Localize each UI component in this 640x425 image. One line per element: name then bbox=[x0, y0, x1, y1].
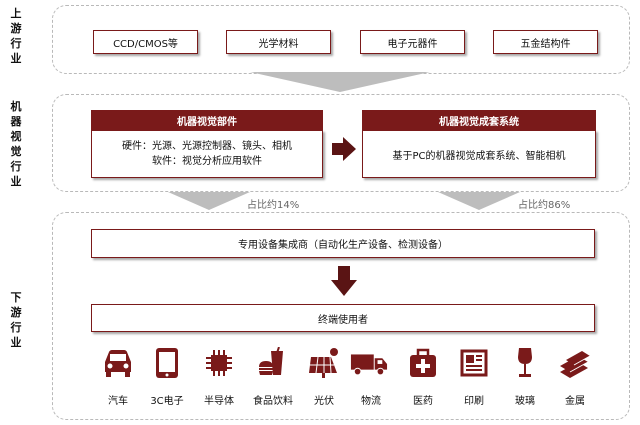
app-label: 食品饮料 bbox=[253, 396, 293, 407]
app-label: 印刷 bbox=[464, 396, 484, 407]
share-arrow-left-icon bbox=[168, 192, 250, 210]
upstream-item: 五金结构件 bbox=[493, 30, 598, 54]
app-label: 金属 bbox=[565, 396, 585, 407]
share-arrow-right-icon bbox=[438, 192, 520, 210]
medical-kit-icon bbox=[404, 345, 442, 381]
vision-parts-hardware: 硬件：光源、光源控制器、镜头、相机 bbox=[122, 141, 292, 152]
end-user-box: 终端使用者 bbox=[91, 304, 595, 332]
app-label: 医药 bbox=[413, 396, 433, 407]
share-right-label: 占比约86% bbox=[518, 200, 571, 211]
upstream-item: 光学材料 bbox=[226, 30, 331, 54]
flow-down-arrow-icon bbox=[250, 72, 430, 92]
app-label: 半导体 bbox=[204, 396, 234, 407]
app-label: 3C电子 bbox=[150, 396, 184, 407]
right-arrow-icon bbox=[332, 137, 356, 161]
upstream-item: 电子元器件 bbox=[360, 30, 465, 54]
chip-icon bbox=[200, 345, 238, 381]
side-label-upstream: 上 游 行 业 bbox=[10, 7, 22, 65]
integrator-box: 专用设备集成商（自动化生产设备、检测设备） bbox=[91, 229, 595, 258]
metal-bars-icon bbox=[556, 345, 594, 381]
vision-parts-header: 机器视觉部件 bbox=[91, 110, 323, 130]
vision-system-header: 机器视觉成套系统 bbox=[362, 110, 596, 130]
app-label: 物流 bbox=[361, 396, 381, 407]
newspaper-icon bbox=[455, 345, 493, 381]
truck-icon bbox=[350, 345, 388, 381]
vision-parts-software: 软件：视觉分析应用软件 bbox=[152, 156, 262, 167]
app-label: 玻璃 bbox=[515, 396, 535, 407]
down-arrow-icon bbox=[331, 266, 357, 296]
food-drink-icon bbox=[254, 345, 292, 381]
wine-glass-icon bbox=[506, 345, 544, 381]
upstream-item: CCD/CMOS等 bbox=[93, 30, 198, 54]
vision-parts-box: 硬件：光源、光源控制器、镜头、相机 软件：视觉分析应用软件 bbox=[91, 130, 323, 178]
side-label-downstream: 下 游 行 业 bbox=[10, 291, 22, 349]
car-icon bbox=[99, 345, 137, 381]
solar-panel-icon bbox=[305, 345, 343, 381]
app-label: 光伏 bbox=[314, 396, 334, 407]
vision-system-box: 基于PC的机器视觉成套系统、智能相机 bbox=[362, 130, 596, 178]
side-label-machine-vision: 机 器 视 觉 行 业 bbox=[10, 100, 22, 188]
tablet-icon bbox=[148, 345, 186, 381]
app-label: 汽车 bbox=[108, 396, 128, 407]
share-left-label: 占比约14% bbox=[247, 200, 300, 211]
